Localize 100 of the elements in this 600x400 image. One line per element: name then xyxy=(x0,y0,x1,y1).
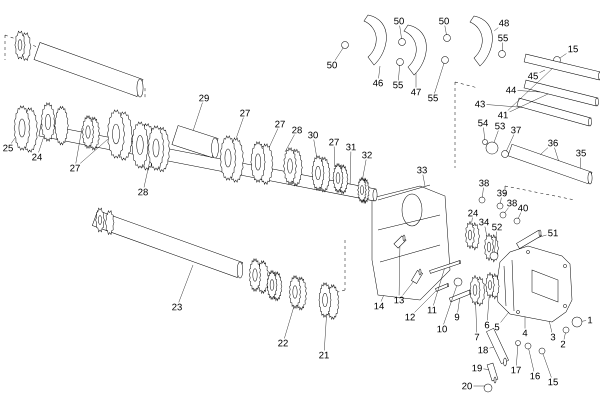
leader-line xyxy=(482,187,484,198)
spring xyxy=(524,342,532,350)
input-shaft xyxy=(34,42,144,98)
plug xyxy=(484,384,492,392)
bearing xyxy=(485,272,500,300)
gear xyxy=(250,142,274,185)
pin xyxy=(429,260,461,274)
leader-line xyxy=(494,231,497,253)
callout-number: 55 xyxy=(393,82,403,88)
leader-line xyxy=(378,66,380,79)
leader-line xyxy=(444,25,447,36)
callout-number: 46 xyxy=(372,80,383,86)
gear xyxy=(357,177,370,204)
leader-line xyxy=(434,62,444,94)
callout-number: 54 xyxy=(478,120,488,126)
leader-line xyxy=(414,290,436,313)
leader-line xyxy=(80,139,108,164)
leader-line xyxy=(538,234,547,238)
leader-line xyxy=(334,47,344,61)
gear xyxy=(107,110,133,160)
leader-line xyxy=(509,94,548,112)
leader-line xyxy=(554,147,559,162)
leader-line xyxy=(500,197,502,204)
shift-rod xyxy=(524,54,600,80)
washer xyxy=(396,58,404,66)
leader-line xyxy=(542,353,552,378)
nut xyxy=(572,316,582,328)
leader-line xyxy=(483,127,485,140)
bolt xyxy=(394,234,406,248)
callout-number: 15 xyxy=(568,46,578,52)
bearing xyxy=(470,275,486,306)
gear xyxy=(95,208,114,235)
leader-line xyxy=(38,136,44,153)
leader-line xyxy=(581,320,586,322)
callout-number: 44 xyxy=(506,86,516,94)
leader-line xyxy=(516,344,518,366)
callout-number: 12 xyxy=(405,314,415,320)
bolt xyxy=(516,230,542,249)
leader-line xyxy=(564,332,566,340)
callout-number: 52 xyxy=(492,224,502,230)
gear xyxy=(332,163,348,194)
leader-line xyxy=(284,307,294,339)
leader-line xyxy=(350,151,352,185)
callout-number: 7 xyxy=(474,334,480,340)
leader-line xyxy=(518,212,522,219)
gear xyxy=(288,276,307,310)
washer xyxy=(498,50,506,58)
leader-line xyxy=(524,316,526,329)
callout-number: 19 xyxy=(472,364,482,372)
leader-line xyxy=(433,268,445,306)
leader-line xyxy=(580,157,581,169)
callout-number: 17 xyxy=(511,366,521,374)
leader-line xyxy=(539,70,546,73)
leader-line xyxy=(402,281,414,296)
plug xyxy=(538,348,546,354)
bolt xyxy=(411,268,423,284)
callout-number: 18 xyxy=(478,346,488,354)
callout-number: 27 xyxy=(70,164,80,172)
screw xyxy=(482,139,488,145)
callout-number: 29 xyxy=(199,94,209,102)
leader-line xyxy=(380,295,384,302)
callout-number: 24 xyxy=(32,154,42,160)
leader-line xyxy=(486,104,523,108)
callout-number: 50 xyxy=(394,18,404,24)
bearing xyxy=(465,221,480,250)
callout-number: 48 xyxy=(498,20,509,26)
shift-fork xyxy=(470,16,493,66)
callout-number: 1 xyxy=(588,316,592,324)
leader-line xyxy=(484,226,487,236)
leader-line xyxy=(443,285,458,325)
callout-number: 15 xyxy=(548,378,558,386)
callout-number: 22 xyxy=(278,340,288,346)
ring xyxy=(454,278,462,286)
callout-number: 28 xyxy=(292,126,302,134)
washer xyxy=(501,150,509,158)
callout-number: 6 xyxy=(484,322,490,328)
leader-line xyxy=(500,312,509,323)
leader-line xyxy=(504,207,509,214)
leader-line xyxy=(494,27,498,32)
leader-line xyxy=(487,296,490,321)
callout-number: 33 xyxy=(417,166,427,174)
gear xyxy=(248,258,269,294)
callout-number: 27 xyxy=(275,120,285,128)
leader-line xyxy=(528,348,534,372)
callout-number: 11 xyxy=(428,306,436,314)
leader-line xyxy=(506,134,514,152)
nut xyxy=(341,41,349,49)
leader-line xyxy=(502,42,503,52)
sleeve xyxy=(172,125,219,158)
callout-number: 13 xyxy=(394,296,404,304)
leader-line xyxy=(398,246,400,296)
gear xyxy=(312,156,330,192)
callout-number: 39 xyxy=(497,190,507,196)
leader-line xyxy=(398,64,400,81)
callout-number: 3 xyxy=(550,334,556,340)
callout-number: 5 xyxy=(494,324,500,330)
leader-line xyxy=(457,298,460,313)
callout-number: 25 xyxy=(3,144,13,152)
callout-number: 37 xyxy=(511,126,521,134)
shift-rod xyxy=(516,98,592,126)
